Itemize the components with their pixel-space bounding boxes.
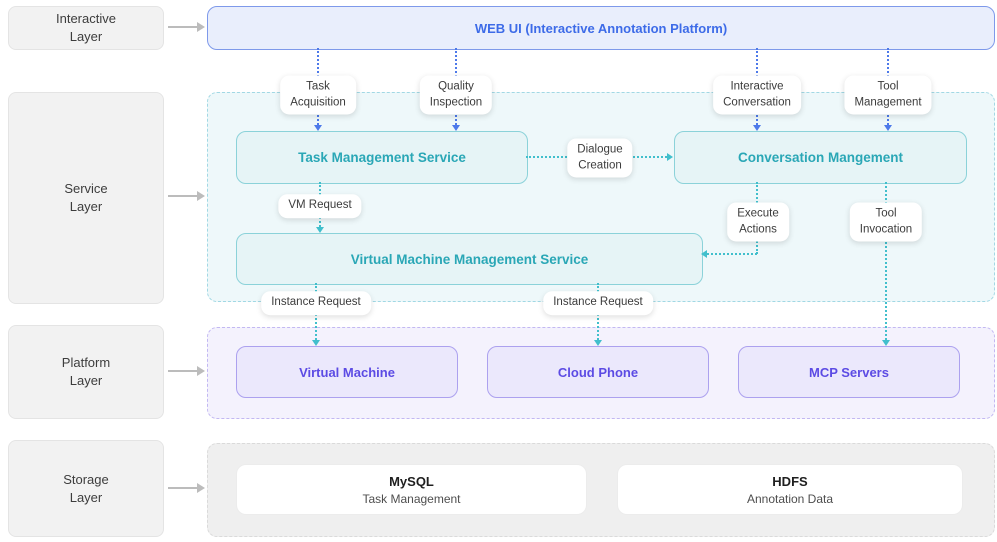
node-cloud-phone: Cloud Phone xyxy=(487,346,709,398)
arrow-right-icon xyxy=(667,153,673,161)
arrow-down-icon xyxy=(882,340,890,346)
edge-label-vm-request: VM Request xyxy=(278,194,362,218)
edge-label-execute-actions: Execute Actions xyxy=(727,202,789,242)
node-hdfs: HDFS Annotation Data xyxy=(617,464,963,515)
edge-label-tool-invocation: Tool Invocation xyxy=(849,202,923,242)
edge-label-interactive-conversation: Interactive Conversation xyxy=(713,75,801,115)
arrow-right-icon xyxy=(168,483,205,493)
arrow-down-icon xyxy=(594,340,602,346)
hdfs-title: HDFS xyxy=(772,473,808,489)
node-conversation-management: Conversation Mangement xyxy=(674,131,967,184)
edge-execute-actions-horizontal xyxy=(707,253,757,255)
arrow-left-icon xyxy=(701,250,707,258)
layer-label-platform: Platform Layer xyxy=(8,325,164,419)
edge-label-quality-inspection: Quality Inspection xyxy=(419,75,493,115)
arrow-right-icon xyxy=(168,22,205,32)
arrow-down-icon xyxy=(753,125,761,131)
node-mcp-servers: MCP Servers xyxy=(738,346,960,398)
layer-label-service: Service Layer xyxy=(8,92,164,304)
node-web-ui: WEB UI (Interactive Annotation Platform) xyxy=(207,6,995,50)
edge-label-tool-management: Tool Management xyxy=(844,75,932,115)
layer-label-interactive: Interactive Layer xyxy=(8,6,164,50)
node-mysql: MySQL Task Management xyxy=(236,464,587,515)
node-task-management-service: Task Management Service xyxy=(236,131,528,184)
hdfs-subtitle: Annotation Data xyxy=(746,491,834,506)
edge-label-dialogue-creation: Dialogue Creation xyxy=(567,138,633,178)
node-vm-management-service: Virtual Machine Management Service xyxy=(236,233,703,285)
arrow-down-icon xyxy=(314,125,322,131)
edge-label-task-acquisition: Task Acquisition xyxy=(280,75,356,115)
layer-label-storage: Storage Layer xyxy=(8,440,164,537)
edge-label-instance-request-left: Instance Request xyxy=(261,291,371,315)
arrow-right-icon xyxy=(168,366,205,376)
node-virtual-machine: Virtual Machine xyxy=(236,346,458,398)
arrow-down-icon xyxy=(312,340,320,346)
edge-tool-invocation xyxy=(885,182,887,340)
arrow-right-icon xyxy=(168,191,205,201)
arrow-down-icon xyxy=(884,125,892,131)
mysql-subtitle: Task Management xyxy=(362,491,461,506)
arrow-down-icon xyxy=(452,125,460,131)
edge-label-instance-request-right: Instance Request xyxy=(543,291,653,315)
mysql-title: MySQL xyxy=(389,473,434,489)
arrow-down-icon xyxy=(316,227,324,233)
